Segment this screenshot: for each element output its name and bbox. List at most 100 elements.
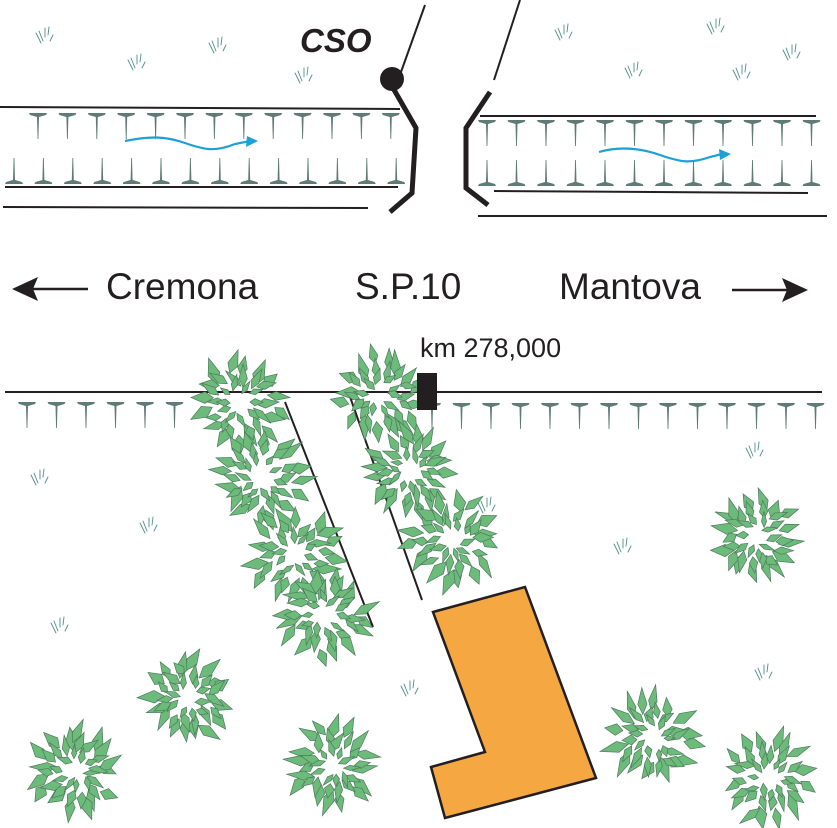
vegetation-symbol: [659, 403, 677, 429]
vegetation-symbol: [743, 160, 762, 186]
vegetation-symbol: [29, 113, 47, 139]
flow-arrowhead-left: [246, 136, 258, 147]
vegetation-symbol: [537, 160, 555, 186]
right-channel: [478, 115, 827, 217]
cso-structure: CSO: [300, 0, 521, 214]
left-channel-vegetation-bottom: [5, 158, 406, 184]
vegetation-symbol: [684, 160, 703, 186]
vegetation-symbol: [566, 160, 585, 186]
grass-tuft-icon: [139, 516, 158, 534]
chainage-label: km 278,000: [420, 333, 561, 363]
cso-node: [380, 67, 404, 91]
left-channel: [0, 106, 406, 209]
access-lane-edge-left: [284, 401, 374, 628]
vegetation-symbol: [478, 160, 496, 186]
vegetation-symbol: [747, 403, 766, 429]
vegetation-symbol: [87, 113, 106, 139]
grass-tuft-icon: [554, 23, 573, 41]
arrow-right-icon: [732, 278, 808, 302]
grass-tuft-icon: [745, 441, 764, 459]
vegetation-symbol: [165, 402, 184, 428]
direction-west-label: Cremona: [106, 266, 259, 307]
tree-canopy-icon: [724, 724, 818, 828]
left-channel-top-bank: [0, 106, 401, 110]
vegetation-symbol: [234, 113, 253, 139]
vegetation-symbol: [93, 158, 112, 184]
vegetation-symbol: [181, 158, 200, 184]
grass-tuft-icon: [706, 17, 725, 35]
vegetation-symbol: [629, 403, 648, 429]
vegetation-symbol: [269, 158, 288, 184]
vegetation-symbol: [507, 160, 526, 186]
vegetation-symbol: [328, 158, 347, 184]
vegetation-symbol: [655, 160, 673, 186]
vegetation-symbol: [777, 403, 795, 429]
vegetation-symbol: [293, 113, 312, 139]
grass-tuft-icon: [294, 66, 313, 84]
vegetation-symbol: [507, 120, 526, 146]
direction-east-label: Mantova: [559, 266, 701, 307]
grass-tuft-icon: [50, 616, 69, 634]
vegetation-symbol: [802, 160, 821, 186]
grass-tuft-icon: [613, 537, 632, 555]
vegetation-symbol: [381, 113, 400, 139]
vegetation-symbol: [743, 120, 762, 146]
grass-tuft-icon: [754, 663, 773, 681]
flow-arrow-left: [124, 136, 251, 151]
vegetation-symbol: [482, 403, 500, 429]
road-labels: Cremona S.P.10 Mantova km 278,000: [12, 266, 808, 363]
grass-tufts: [30, 17, 801, 697]
tree-canopy-icon: [360, 419, 459, 523]
vegetation-symbol: [511, 403, 530, 429]
vegetation-symbol: [47, 402, 66, 428]
vegetation-symbol: [136, 402, 154, 428]
tree-canopy-icon: [26, 718, 123, 824]
vegetation-symbol: [240, 158, 259, 184]
building: [429, 585, 598, 820]
vegetation-symbol: [714, 120, 732, 146]
grass-tuft-icon: [127, 53, 146, 71]
flow-arrow-right: [598, 147, 723, 163]
cso-right-headwall: [463, 90, 493, 207]
left-channel-vegetation-top: [29, 113, 400, 139]
vegetation-symbol: [806, 403, 825, 429]
grass-tuft-icon: [732, 63, 751, 81]
vegetation-symbol: [58, 113, 77, 139]
vegetation-symbol: [655, 120, 673, 146]
vegetation-symbol: [63, 158, 82, 184]
grass-tuft-icon: [400, 679, 419, 697]
vegetation-symbol: [625, 120, 644, 146]
vegetation-symbol: [596, 120, 614, 146]
arrow-left-icon: [12, 277, 88, 301]
vegetation-symbol: [714, 160, 732, 186]
tree-canopy-icon: [329, 342, 431, 444]
vegetation-symbol: [117, 113, 136, 139]
grass-tuft-icon: [35, 26, 54, 44]
tree-canopy-icon: [709, 486, 806, 584]
vegetation-symbol: [537, 120, 555, 146]
vegetation-symbol: [625, 160, 644, 186]
tree-canopy-icon: [598, 683, 707, 784]
right-channel-vegetation-top: [478, 120, 821, 146]
vegetation-symbol: [566, 120, 585, 146]
grass-tuft-icon: [30, 468, 49, 486]
flow-arrowhead-right: [719, 149, 731, 160]
cso-pipe-line-right: [493, 0, 521, 81]
vegetation-symbol: [600, 403, 618, 429]
vegetation-symbol: [570, 403, 589, 429]
vegetation-symbol: [205, 113, 224, 139]
vegetation-symbol: [684, 120, 703, 146]
right-channel-vegetation-bottom: [478, 160, 821, 186]
cso-left-headwall: [388, 86, 419, 214]
tree-canopy-icon: [136, 648, 234, 743]
vegetation-symbol: [18, 402, 36, 428]
milestone-icon: [417, 373, 437, 410]
vegetation-symbol: [122, 158, 141, 184]
vegetation-symbol: [106, 402, 125, 428]
tree-canopy-icon: [207, 430, 319, 531]
vegetation-symbol: [34, 158, 53, 184]
vegetation-symbol: [773, 160, 791, 186]
tree-canopy-icon: [396, 488, 499, 596]
trees: [26, 342, 818, 828]
